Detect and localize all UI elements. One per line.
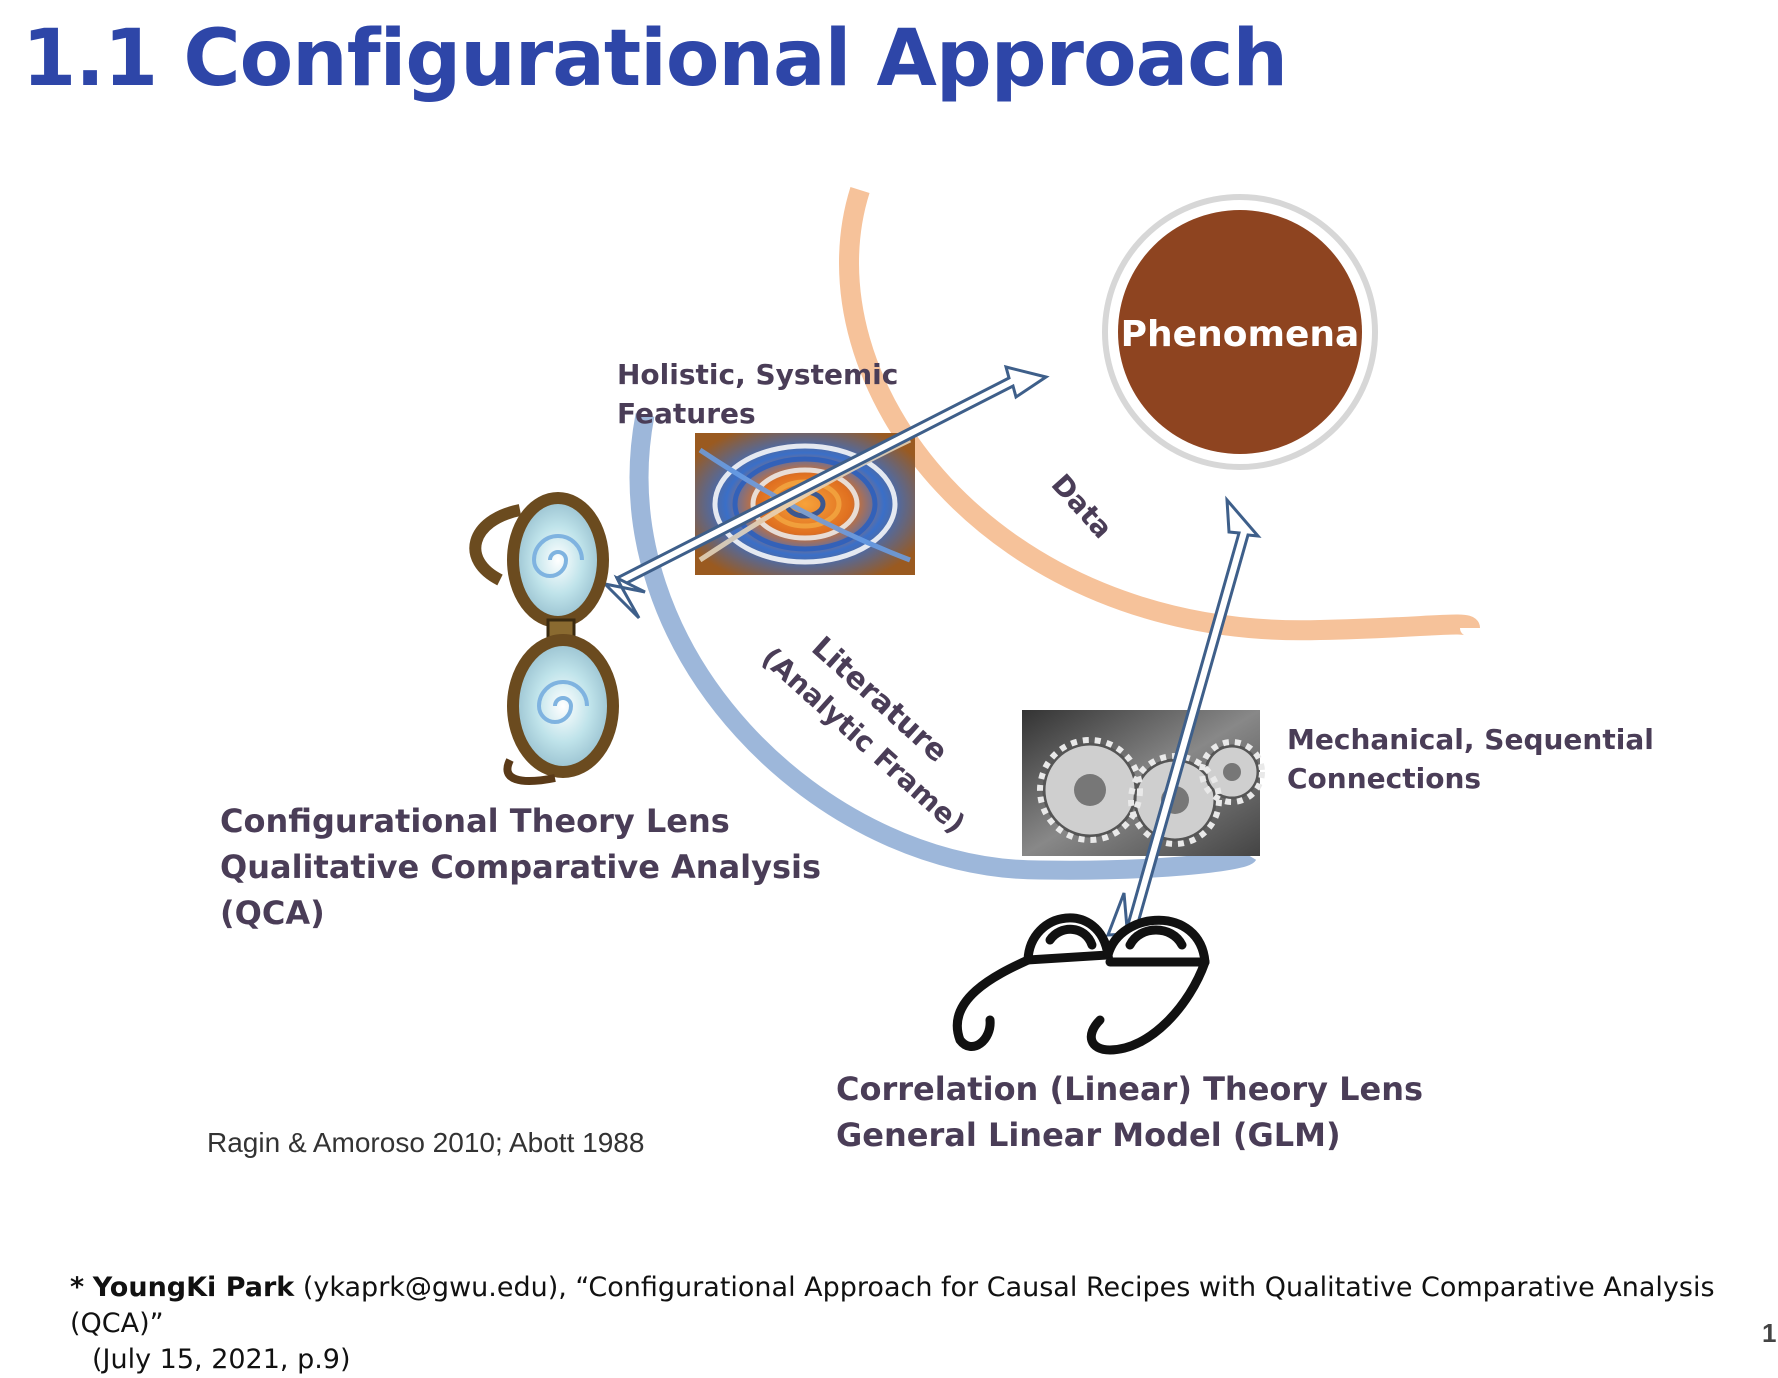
footnote-author: YoungKi Park	[92, 1272, 295, 1303]
diagram: Phenomena Data Literature (Analytic Fram…	[469, 187, 1480, 1055]
spiral-glasses-icon	[469, 492, 619, 785]
page-number: 1	[1762, 1318, 1777, 1348]
footnote-date: (July 15, 2021, p.9)	[92, 1344, 351, 1375]
footnote-text: (ykaprk@gwu.edu), “Configurational Appro…	[70, 1272, 1715, 1339]
phenomena-label: Phenomena	[1121, 314, 1360, 355]
correlation-lens-label: Correlation (Linear) Theory Lens General…	[836, 1070, 1424, 1154]
literature-arc	[629, 413, 1257, 880]
mechanical-label: Mechanical, Sequential Connections	[1287, 723, 1654, 795]
footnote-marker: *	[70, 1272, 85, 1303]
holistic-label: Holistic, Systemic Features	[617, 358, 899, 430]
citation: Ragin & Amoroso 2010; Abott 1988	[207, 1127, 645, 1158]
slide-title: 1.1 Configurational Approach	[22, 14, 1288, 104]
phenomena-circle	[1118, 210, 1362, 454]
data-arc	[839, 187, 1480, 641]
double-arrow-holistic	[600, 364, 1050, 620]
configurational-lens-label: Configurational Theory Lens Qualitative …	[220, 802, 822, 932]
data-label: Data	[1045, 468, 1119, 545]
double-arrow-mechanical	[1105, 495, 1262, 937]
swirl-image	[695, 433, 915, 575]
gears-image	[1022, 710, 1265, 856]
footnote: * YoungKi Park (ykaprk@gwu.edu), “Config…	[70, 1270, 1760, 1378]
pince-nez-glasses-icon	[953, 913, 1210, 1055]
